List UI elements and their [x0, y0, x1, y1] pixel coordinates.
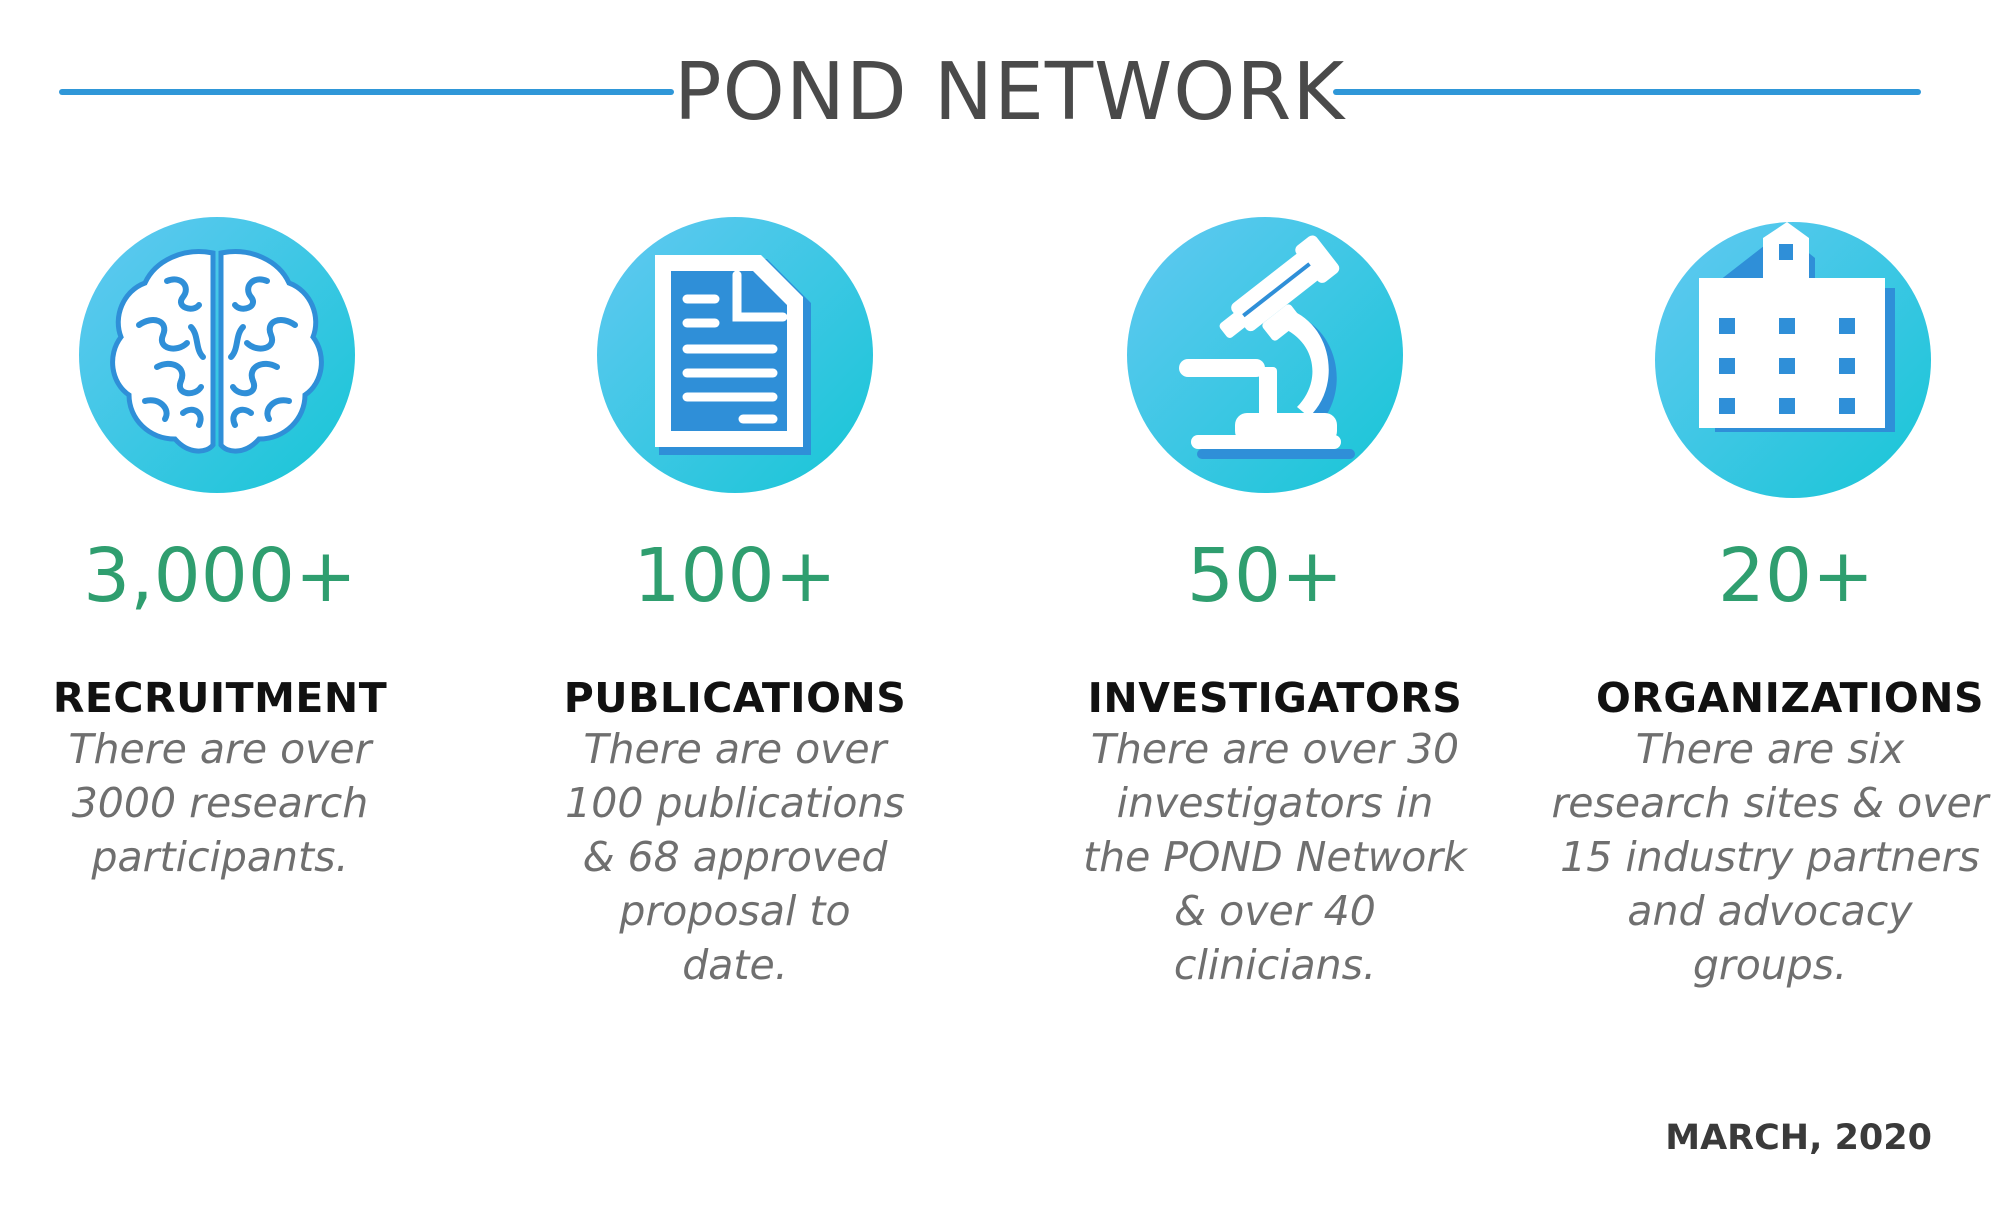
brain-icon — [79, 217, 355, 493]
description-line: & over 40 — [1174, 887, 1376, 935]
description-line: investigators in — [1116, 779, 1434, 827]
description-line: There are over — [583, 725, 887, 773]
stat-value: 20+ — [1717, 533, 1875, 619]
stat-description: There are over 30 investigators in the P… — [1050, 722, 1500, 992]
description-line: clinicians. — [1173, 941, 1377, 989]
stat-value: 3,000+ — [83, 533, 357, 619]
description-line: participants. — [91, 833, 349, 881]
description-line: 15 industry partners — [1560, 833, 1980, 881]
description-line: There are over — [68, 725, 372, 773]
description-line: There are over 30 — [1090, 725, 1460, 773]
stat-heading: ORGANIZATIONS — [1595, 674, 1985, 722]
description-line: groups. — [1692, 941, 1848, 989]
description-line: proposal to — [619, 887, 851, 935]
description-line: date. — [682, 941, 788, 989]
stat-value: 50+ — [1186, 533, 1344, 619]
microscope-icon — [1127, 217, 1403, 493]
description-line: and advocacy — [1627, 887, 1913, 935]
description-line: 100 publications — [565, 779, 905, 827]
stat-description: There are six research sites & over 15 i… — [1545, 722, 1995, 992]
stat-heading: RECRUITMENT — [52, 674, 388, 722]
stat-value: 100+ — [633, 533, 837, 619]
footer-date: MARCH, 2020 — [1665, 1118, 1932, 1158]
document-icon — [597, 217, 873, 493]
header-rule-right — [1333, 89, 1921, 95]
header-rule-left — [59, 89, 674, 95]
description-line: There are six — [1635, 725, 1905, 773]
description-line: research sites & over — [1551, 779, 1989, 827]
page-title: POND NETWORK — [674, 46, 1346, 138]
description-line: 3000 research — [71, 779, 369, 827]
description-line: & 68 approved — [582, 833, 888, 881]
stat-heading: PUBLICATIONS — [563, 674, 907, 722]
stat-description: There are over 3000 research participant… — [20, 722, 420, 884]
building-icon — [1655, 222, 1931, 498]
description-line: the POND Network — [1083, 833, 1467, 881]
stat-description: There are over 100 publications & 68 app… — [510, 722, 960, 992]
stat-heading: INVESTIGATORS — [1087, 674, 1463, 722]
